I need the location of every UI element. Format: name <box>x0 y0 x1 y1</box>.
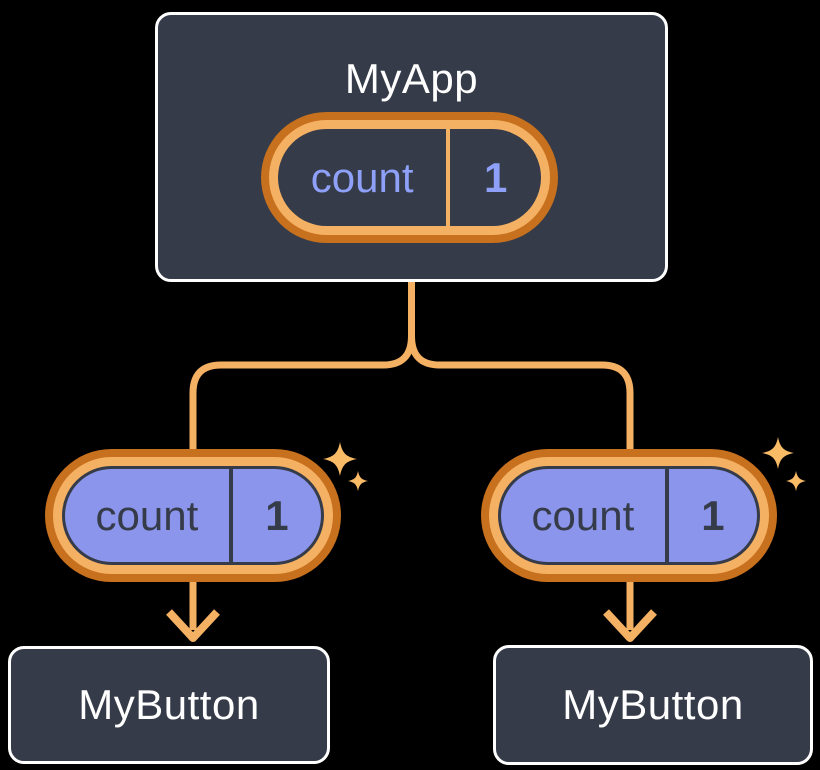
sparkle-icon-left <box>323 442 368 491</box>
state-pill-left-ring: count 1 <box>53 457 333 574</box>
state-pill-right: count 1 <box>481 449 777 582</box>
state-pill-root-ring: count 1 <box>269 120 550 235</box>
arrow-down-right-icon <box>603 609 657 642</box>
state-pill-right-ring: count 1 <box>489 457 769 574</box>
sparkle-icon-right <box>762 437 806 491</box>
mybutton-node-left: MyButton <box>8 646 330 764</box>
arrow-down-left-icon <box>166 609 220 642</box>
state-value-right: 1 <box>701 491 725 539</box>
connector-right-branch <box>408 281 634 630</box>
state-pill-divider <box>446 129 451 226</box>
state-pill-divider <box>228 469 233 562</box>
myapp-node-label: MyApp <box>344 55 479 102</box>
state-pill-root: count 1 <box>261 112 558 243</box>
state-name-left: count <box>95 491 199 539</box>
state-name-root: count <box>310 153 414 201</box>
mybutton-right-label: MyButton <box>562 681 744 728</box>
state-name-right: count <box>531 491 635 539</box>
state-pill-left: count 1 <box>45 449 341 582</box>
mybutton-node-right: MyButton <box>493 645 813 765</box>
mybutton-left-label: MyButton <box>78 681 260 728</box>
state-value-left: 1 <box>265 491 289 539</box>
state-pill-divider <box>664 469 669 562</box>
state-value-root: 1 <box>483 153 508 201</box>
